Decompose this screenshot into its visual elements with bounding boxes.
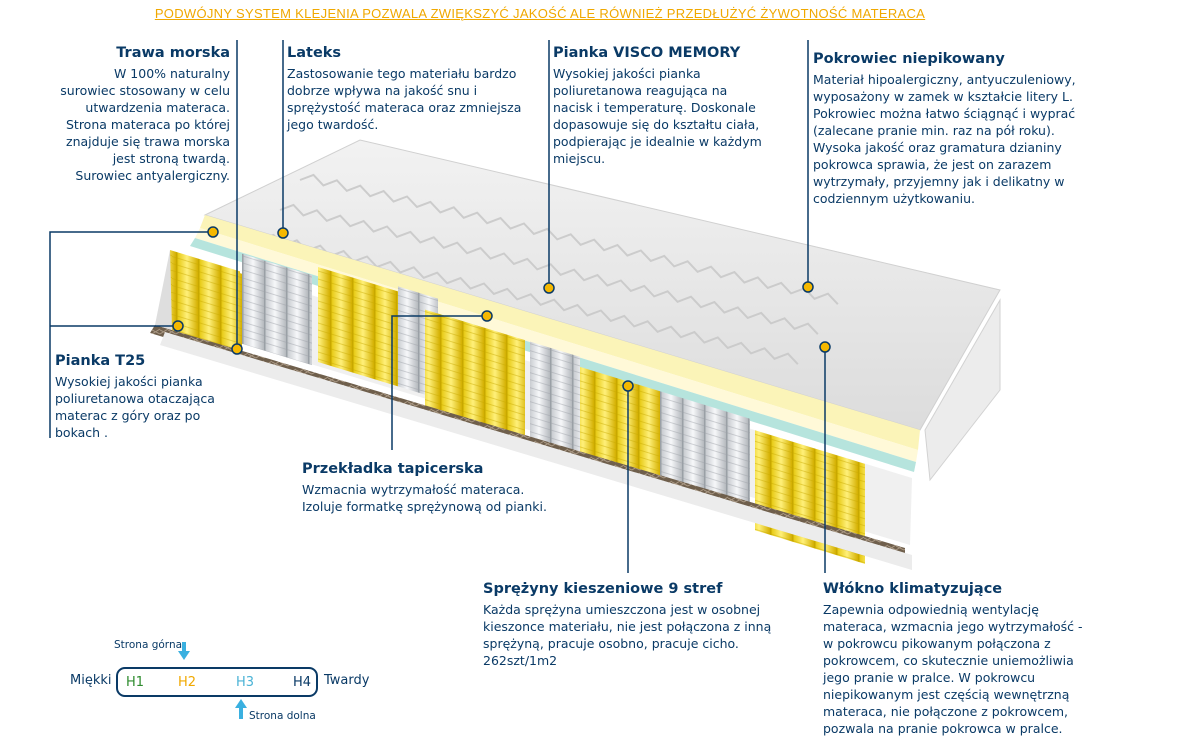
lateks-dot [277,227,289,239]
lateks-line-2: dobrze wpływa na jakość snu i [287,83,478,98]
wlokno-line-8: pozwala na pranie pokrowca w pralce. [823,721,1063,736]
przekladka-line [391,315,487,450]
wlokno-line-1: Zapewnia odpowiednią wentylację [823,602,1039,617]
t25-dot-top [207,226,219,238]
trawa-line-4: Strona materaca po której [65,117,230,132]
label-pianka-t25: Pianka T25 Wysokiej jakości pianka poliu… [55,352,245,441]
t25-line-4: bokach . [55,425,109,440]
sprezyny-line-4: 262szt/1m2 [483,653,558,668]
pokrowiec-line-8: codziennym użytkowaniu. [813,191,975,206]
label-visco: Pianka VISCO MEMORY Wysokiej jakości pia… [553,44,793,167]
wlokno-line-7: materaca, nie połączone z pokrowcem, [823,704,1069,719]
label-trawa-morska: Trawa morska W 100% naturalny surowiec s… [40,44,230,184]
wlokno-line-4: pokrowcem, co skutecznie uniemożliwia [823,653,1074,668]
przekladka-dot [481,310,493,322]
label-lateks: Lateks Zastosowanie tego materiału bardz… [287,44,537,133]
trawa-line-3: utwardzenia materaca. [85,100,230,115]
legend-soft: Miękki [70,673,112,688]
trawa-line-6: jest stroną twardą. [112,151,230,166]
przekladka-line-2: Izoluje formatkę sprężynową od pianki. [302,499,547,514]
header-banner: PODWÓJNY SYSTEM KLEJENIA POZWALA ZWIĘKSZ… [154,6,926,21]
pokrowiec-line-3: Pokrowiec można łatwo ściągnąć i wyprać [813,106,1076,121]
trawa-line-2: surowiec stosowany w celu [60,83,230,98]
legend-bottom-side: Strona dolna [249,710,316,722]
przekladka-title: Przekładka tapicerska [302,461,484,477]
lateks-line-1: Zastosowanie tego materiału bardzo [287,66,517,81]
pokrowiec-line-5: Wysoka jakość oraz gramatura dzianiny [813,140,1062,155]
trawa-line-5: znajduje się trawa morska [66,134,230,149]
t25-line-2: poliuretanowa otaczająca [55,391,215,406]
hardness-h2: H2 [178,675,197,690]
pokrowiec-line-7: wytrzymały, przyjemny jak i delikatny w [813,174,1065,189]
t25-title: Pianka T25 [55,353,146,369]
hardness-h1: H1 [126,675,145,690]
sprezyny-dot [622,380,634,392]
wlokno-dot [819,341,831,353]
pokrowiec-line-6: pokrowca sprawia, że jest on zarazem [813,157,1052,172]
visco-line-5: podpierając je idealnie w każdym [553,134,762,149]
hardness-h3: H3 [236,675,255,690]
visco-dot [543,282,555,294]
visco-line-2: poliuretanowa reagująca na [553,83,728,98]
visco-title: Pianka VISCO MEMORY [553,45,741,61]
lateks-line-4: jego twardość. [287,117,379,132]
pokrowiec-title: Pokrowiec niepikowany [813,51,1005,67]
t25-line-1: Wysokiej jakości pianka [55,374,203,389]
visco-line-1: Wysokiej jakości pianka [553,66,701,81]
pokrowiec-line-1: Materiał hipoalergiczny, antyuczuleniowy… [813,72,1076,87]
trawa-line-1: W 100% naturalny [113,66,230,81]
arrow-up-icon [235,699,247,708]
wlokno-line-2: materaca, wzmacnia jego wytrzymałość - [823,619,1083,634]
arrow-down-shaft [182,642,186,652]
wlokno-line-3: w pokrowcu pikowanym połączona z [823,636,1051,651]
pokrowiec-line-2: wyposażony w zamek w kształcie litery L. [813,89,1073,104]
sprezyny-title: Sprężyny kieszeniowe 9 stref [483,581,723,597]
t25-line-3: materac z góry oraz po [55,408,201,423]
visco-line-6: miejscu. [553,151,606,166]
arrow-up-shaft [239,707,243,719]
label-pokrowiec: Pokrowiec niepikowany Materiał hipoalerg… [813,50,1103,207]
label-sprezyny: Sprężyny kieszeniowe 9 stref Każda spręż… [483,580,783,669]
pokrowiec-dot [802,281,814,293]
hardness-h4: H4 [293,675,312,690]
t25-dot-bottom [172,320,184,332]
visco-line-3: nacisk i temperaturę. Doskonale [553,100,756,115]
wlokno-line-6: niepikowanym jest częścią wewnętrzną [823,687,1070,702]
t25-line-top [49,231,213,438]
hardness-scale: H1 H2 H3 H4 [116,667,318,697]
pokrowiec-line-4: (zalecane pranie min. raz na pół roku). [813,123,1055,138]
wlokno-title: Włókno klimatyzujące [823,581,1003,597]
visco-line-4: dopasowuje się do kształtu ciała, [553,117,760,132]
label-przekladka: Przekładka tapicerska Wzmacnia wytrzymał… [302,460,572,515]
sprezyny-line-2: kieszonce materiału, nie jest połączona … [483,619,772,634]
legend-top-side: Strona górna [114,639,183,651]
label-wlokno: Włókno klimatyzujące Zapewnia odpowiedni… [823,580,1113,737]
trawa-title: Trawa morska [116,45,230,61]
trawa-line-7: Surowiec antyalergiczny. [75,168,230,183]
legend-hard: Twardy [324,673,370,688]
trawa-dot [231,343,243,355]
wlokno-line-5: jego pranie w pralce. W pokrowcu [823,670,1036,685]
sprezyny-line-3: sprężyną, pracuje osobno, pracuje cicho. [483,636,739,651]
przekladka-line-1: Wzmacnia wytrzymałość materaca. [302,482,525,497]
lateks-title: Lateks [287,45,342,61]
lateks-line-3: sprężystość materaca oraz zmniejsza [287,100,522,115]
arrow-down-icon [178,651,190,660]
sprezyny-line-1: Każda sprężyna umieszczona jest w osobne… [483,602,761,617]
